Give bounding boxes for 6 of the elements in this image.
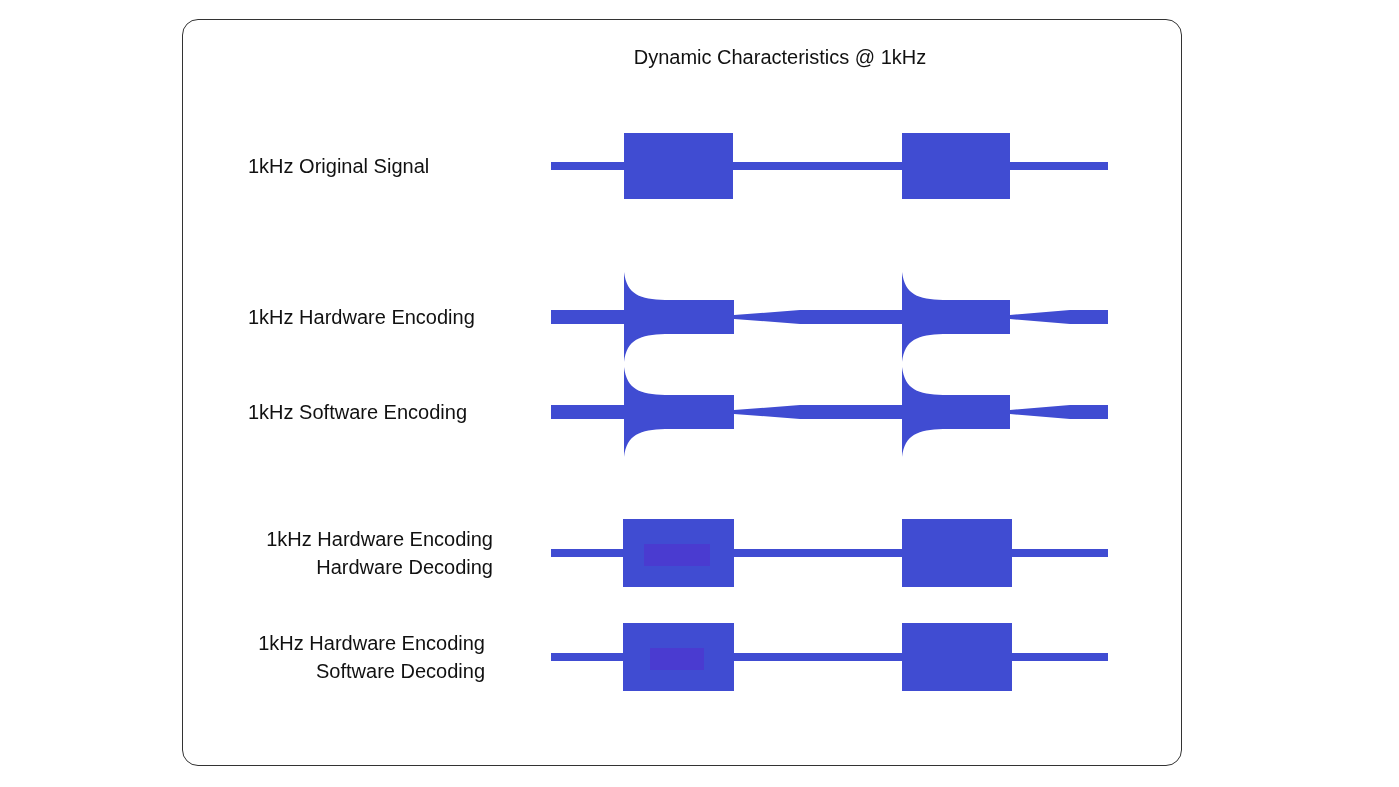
signal-label: 1kHz Hardware Encoding [248, 305, 476, 330]
signal-label: 1kHz Hardware Encoding Software Decoding [257, 631, 485, 684]
chart-title: Dynamic Characteristics @ 1kHz [632, 46, 928, 69]
signal-label: 1kHz Hardware Encoding Hardware Decoding [265, 527, 493, 580]
signal-label: 1kHz Software Encoding [248, 400, 468, 425]
signal-label: 1kHz Original Signal [248, 154, 431, 179]
